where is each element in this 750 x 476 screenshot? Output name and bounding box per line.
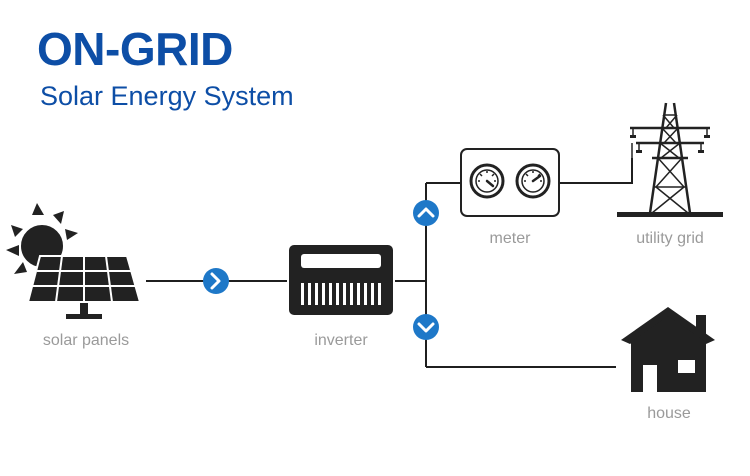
label-inverter: inverter <box>314 332 368 349</box>
label-solar-panels: solar panels <box>42 332 130 349</box>
diagram-title: ON-GRID <box>37 23 233 75</box>
gauge-left <box>469 163 505 199</box>
label-house: house <box>647 405 691 422</box>
chevron-right-icon <box>203 268 229 294</box>
chevron-up-icon <box>413 200 439 226</box>
meter-icon <box>460 148 560 217</box>
house-icon <box>621 307 715 392</box>
gauge-right <box>515 163 551 199</box>
chevron-down-icon <box>413 314 439 340</box>
power-tower-icon <box>617 102 723 217</box>
solar-panel-icon <box>6 203 142 319</box>
line-meter-to-grid <box>560 158 633 184</box>
label-meter: meter <box>489 230 531 247</box>
label-utility-grid: utility grid <box>636 230 704 247</box>
diagram-subtitle: Solar Energy System <box>40 81 294 111</box>
inverter-icon <box>289 245 393 315</box>
